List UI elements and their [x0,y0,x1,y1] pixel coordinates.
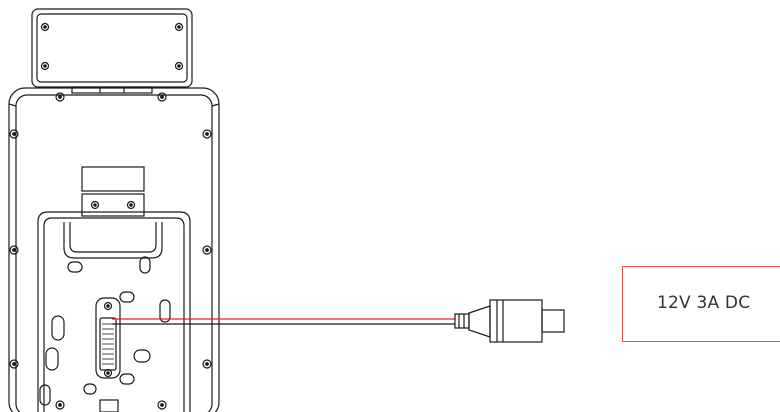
camera-module [31,8,193,94]
camera-module-screws [40,22,184,71]
power-wires [112,318,455,325]
power-supply-label: 12V 3A DC [657,293,751,313]
label-plate [81,166,145,192]
dc-connector [454,299,565,343]
mounting-plate [37,193,191,412]
device-body [8,87,220,412]
device-body-screws [9,92,212,410]
device-connector-port [95,297,121,379]
power-supply-box: 12V 3A DC [622,266,780,342]
